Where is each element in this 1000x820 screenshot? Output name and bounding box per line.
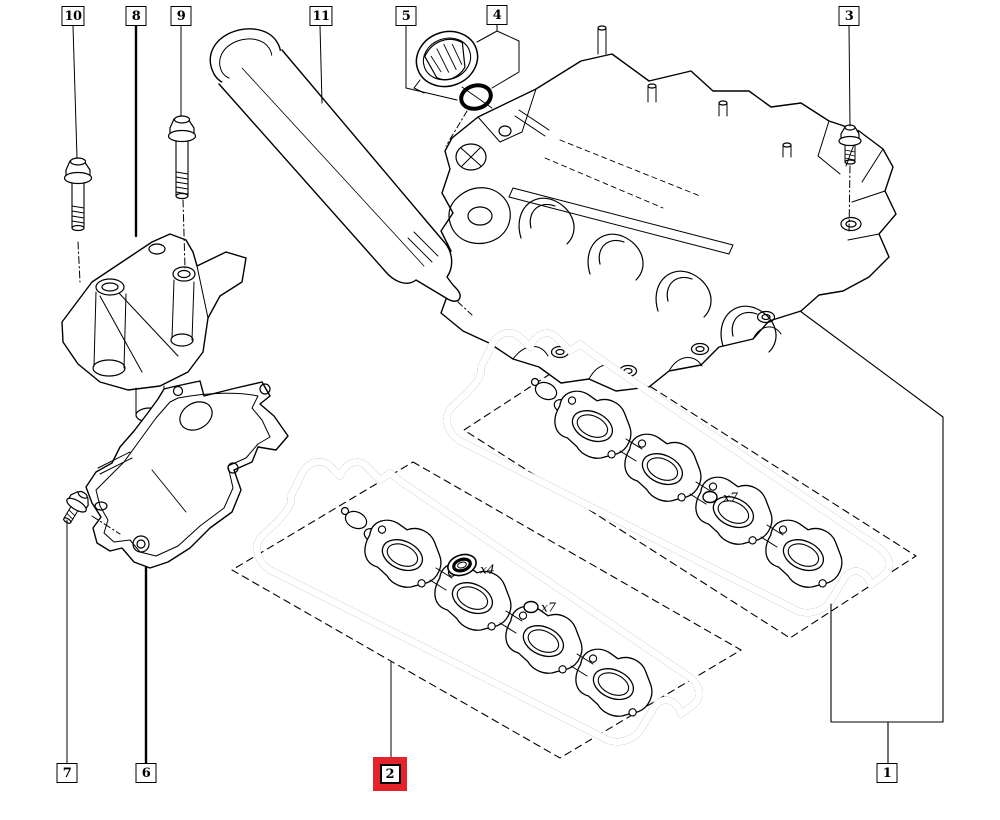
- callout-1[interactable]: 1: [876, 763, 898, 783]
- valve-cover-gasket-1-drawing: [447, 333, 889, 613]
- callout-4-label: 4: [492, 7, 502, 23]
- flange-bolt-9-drawing: [167, 115, 197, 200]
- o-ring-seal-drawing: [445, 83, 493, 147]
- grommet-seal-x4-drawing: [447, 553, 477, 577]
- callout-11-label: 11: [312, 8, 330, 24]
- quantity-annotation-x7-right: x7: [723, 489, 739, 505]
- callout-3-label: 3: [844, 8, 854, 24]
- callout-2-inner-box: 2: [379, 764, 401, 784]
- quantity-annotation-x4: x4: [480, 561, 496, 577]
- timing-cover-drawing: [85, 380, 289, 569]
- small-seal-x7-left-drawing: [523, 600, 539, 614]
- callout-6[interactable]: 6: [135, 763, 157, 783]
- callout-9[interactable]: 9: [170, 6, 192, 26]
- gasket-kit-2-boundary: [231, 461, 742, 759]
- leader-lines: [66, 20, 944, 765]
- flange-bolt-10-drawing: [63, 157, 93, 232]
- intake-manifold-drawing: [436, 25, 897, 392]
- callout-5[interactable]: 5: [395, 6, 417, 26]
- callout-7[interactable]: 7: [56, 763, 78, 783]
- callout-2-label: 2: [385, 766, 395, 782]
- bolt-7-drawing: [63, 490, 89, 524]
- callout-11[interactable]: 11: [309, 6, 333, 26]
- callout-4[interactable]: 4: [486, 5, 508, 25]
- callout-10[interactable]: 10: [61, 6, 85, 26]
- callout-5-label: 5: [401, 8, 411, 24]
- gasket-kit-1-boundary: [463, 347, 917, 639]
- small-seal-x7-right-drawing: [702, 490, 718, 504]
- callout-6-label: 6: [141, 765, 151, 781]
- callout-9-label: 9: [176, 8, 186, 24]
- callout-3[interactable]: 3: [838, 6, 860, 26]
- quantity-annotation-x7-left: x7: [541, 599, 557, 615]
- callout-8[interactable]: 8: [125, 6, 147, 26]
- valve-cover-gasket-2-drawing: [257, 462, 699, 742]
- bolt-3-drawing: [838, 124, 862, 165]
- mount-bracket-drawing: [61, 233, 247, 423]
- callout-8-label: 8: [131, 8, 141, 24]
- callout-2-highlighted[interactable]: 2: [373, 757, 407, 791]
- breather-tube-drawing: [209, 28, 473, 316]
- callout-10-label: 10: [64, 8, 82, 24]
- callout-1-label: 1: [882, 765, 892, 781]
- callout-7-label: 7: [62, 765, 72, 781]
